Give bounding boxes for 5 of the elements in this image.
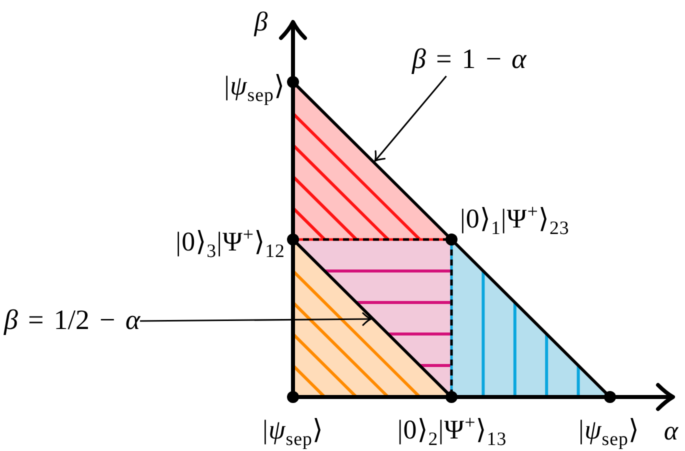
axis-label: α bbox=[664, 415, 678, 447]
equation-label: β = 1/2 − α bbox=[4, 304, 140, 338]
state-label: |0⟩$_{2}$|Ψ$^{+}$⟩$_{13}$ bbox=[397, 414, 507, 446]
state-label: |0⟩$_{3}$|Ψ$^{+}$⟩$_{12}$ bbox=[176, 226, 285, 258]
axis-label: β bbox=[254, 6, 268, 38]
